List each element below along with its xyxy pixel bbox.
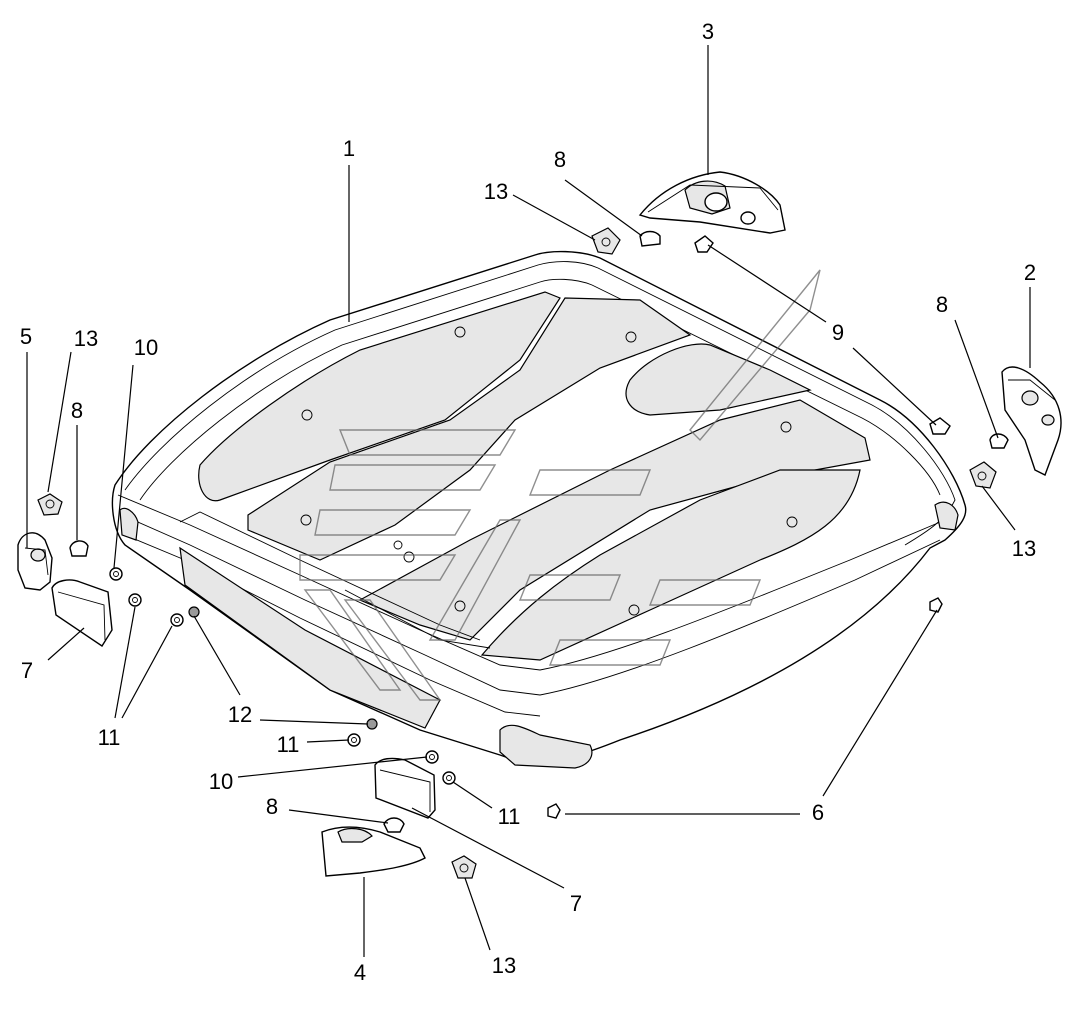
bulb-8-left (69, 540, 89, 557)
callout-11-left: 11 (98, 725, 121, 750)
callout-10-left: 10 (134, 335, 158, 360)
callout-1: 1 (343, 136, 355, 161)
socket-13-top (591, 227, 621, 255)
nut-12-front (366, 718, 378, 730)
lamp-housing-2 (1001, 366, 1062, 476)
lamp-housing-4 (321, 826, 426, 877)
callout-6: 6 (812, 800, 824, 825)
lamp-lens-7-left (51, 579, 113, 647)
callout-9: 9 (832, 320, 844, 345)
callout-8-front: 8 (266, 794, 278, 819)
callout-13-right: 13 (1012, 536, 1036, 561)
washer-11-left-b (170, 613, 184, 627)
bolt-6-lower (547, 803, 561, 819)
connector-9-right (929, 417, 951, 435)
lamp-housing-3 (638, 171, 786, 234)
bulb-8-front (383, 817, 405, 833)
callout-2: 2 (1024, 260, 1036, 285)
callout-3: 3 (702, 19, 714, 44)
socket-13-right (969, 461, 997, 489)
roof-panel (111, 250, 967, 769)
callout-7-left: 7 (21, 658, 33, 683)
lamp-housing-5 (17, 532, 53, 591)
socket-13-front (451, 855, 477, 879)
callout-7-front: 7 (570, 891, 582, 916)
leader-lines (26, 45, 1031, 957)
nut-10-front (425, 750, 439, 764)
callout-labels: 1 2 3 4 5 6 7 7 8 8 8 8 9 10 10 11 11 11… (20, 19, 1036, 985)
socket-13-left (37, 493, 63, 516)
washer-11-left-a (128, 593, 142, 607)
callout-13-front: 13 (492, 953, 516, 978)
nut-10-left (109, 567, 123, 581)
screw-12 (188, 606, 200, 618)
callout-13-top: 13 (484, 179, 508, 204)
callout-5: 5 (20, 324, 32, 349)
bolt-6-right (929, 597, 943, 613)
callout-4: 4 (354, 960, 366, 985)
callout-12: 12 (228, 702, 252, 727)
callout-11-front: 11 (277, 732, 300, 757)
washer-11-front-right (442, 771, 456, 785)
callout-8-top: 8 (554, 147, 566, 172)
washer-11-front (347, 733, 361, 747)
lamp-lens-7-front (374, 757, 436, 819)
connector-9-top (694, 235, 714, 253)
bulb-8-right (989, 433, 1009, 449)
callout-11-front-right: 11 (498, 804, 521, 829)
callout-10-front: 10 (209, 769, 233, 794)
watermark (299, 269, 821, 701)
bulb-8-top (639, 230, 661, 247)
callout-8-left: 8 (71, 398, 83, 423)
callout-8-right: 8 (936, 292, 948, 317)
callout-13-left: 13 (74, 326, 98, 351)
